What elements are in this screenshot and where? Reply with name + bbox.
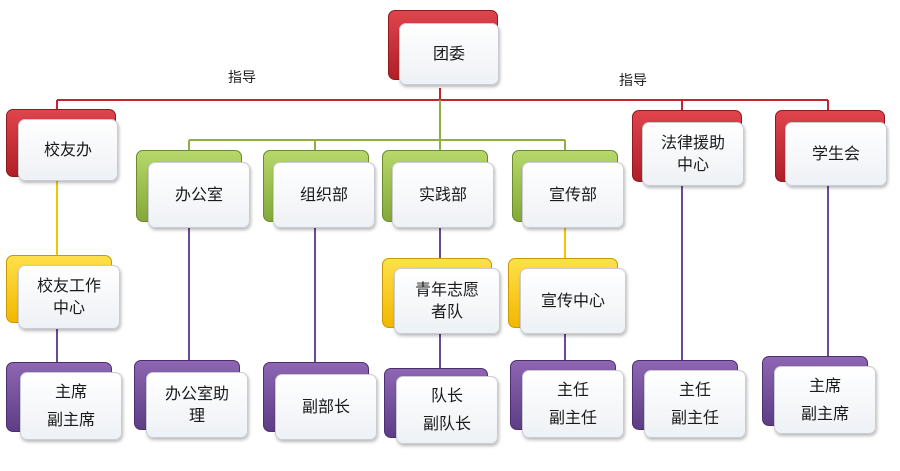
node-falv-leaders-label: 主任 副主任 [644,370,746,438]
node-xuanchuan-center: 宣传中心 [508,258,626,334]
node-zuzhibu: 组织部 [263,150,375,228]
node-root-label: 团委 [399,23,499,85]
node-shijian-leaders-label: 队长 副队长 [396,376,498,444]
node-xueshenghui-leaders-label: 主席 副主席 [774,366,876,434]
node-root: 团委 [388,10,499,85]
node-xiaoyou-center-label: 校友工作 中心 [18,265,120,329]
node-xueshenghui-label: 学生会 [785,122,887,186]
node-xiaoyou-center: 校友工作 中心 [6,255,120,329]
node-falv: 法律援助 中心 [632,110,744,186]
node-shijianbu-label: 实践部 [392,162,494,228]
node-xiaoyou-leaders: 主席 副主席 [6,362,122,440]
node-bangong-leaders-label: 办公室助 理 [146,372,248,438]
leader-connector [56,185,829,368]
node-bangongshi: 办公室 [136,150,250,228]
node-qingnian-label: 青年志愿 者队 [394,268,500,334]
guide-label-left: 指导 [228,70,256,86]
node-xueshenghui: 学生会 [775,110,887,186]
department-connector [188,100,566,150]
node-xiaoyouban-label: 校友办 [18,119,118,181]
node-zuzhi-leaders: 副部长 [263,362,377,440]
node-bangong-leaders: 办公室助 理 [134,360,248,438]
guide-connector [56,88,829,112]
node-xuanchuanbu-label: 宣传部 [522,162,624,228]
node-xuanchuan-leaders: 主任 副主任 [510,360,624,438]
guide-label-right: 指导 [619,73,647,89]
node-zuzhibu-label: 组织部 [273,162,375,228]
node-bangongshi-label: 办公室 [148,162,250,228]
node-zuzhi-leaders-label: 副部长 [275,374,377,440]
node-xuanchuan-leaders-label: 主任 副主任 [522,370,624,438]
node-falv-label: 法律援助 中心 [642,122,744,186]
node-xiaoyouban: 校友办 [6,109,118,181]
center-connector [56,178,566,262]
node-xueshenghui-leaders: 主席 副主席 [762,356,876,434]
node-falv-leaders: 主任 副主任 [632,360,746,438]
node-xuanchuan-center-label: 宣传中心 [520,268,626,334]
node-xiaoyou-leaders-label: 主席 副主席 [20,372,122,440]
node-xuanchuanbu: 宣传部 [512,150,624,228]
node-qingnian: 青年志愿 者队 [382,258,500,334]
node-shijianbu: 实践部 [382,150,494,228]
node-shijian-leaders: 队长 副队长 [384,368,498,444]
